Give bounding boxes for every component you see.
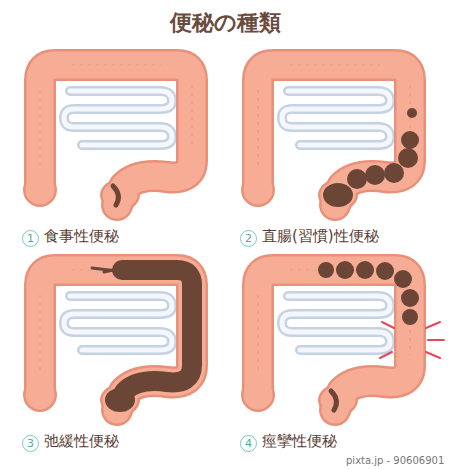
callout-number: 2 [240,230,257,247]
spastic-panel [241,261,444,416]
rectal-panel [241,65,419,211]
atonic-panel [23,268,192,416]
diagram-title: 便秘の種類 [170,8,281,38]
callout-number: 1 [22,230,39,247]
type-label: 直腸(習慣)性便秘 [262,227,379,246]
type-label: 痙攣性便秘 [262,432,337,451]
callout-number: 4 [240,435,257,452]
callout-number: 3 [22,435,39,452]
type-label: 弛緩性便秘 [44,432,119,451]
dietary-panel [23,65,192,211]
type-label: 食事性便秘 [44,227,119,246]
watermark: pixta.jp - 90606901 [346,455,444,466]
